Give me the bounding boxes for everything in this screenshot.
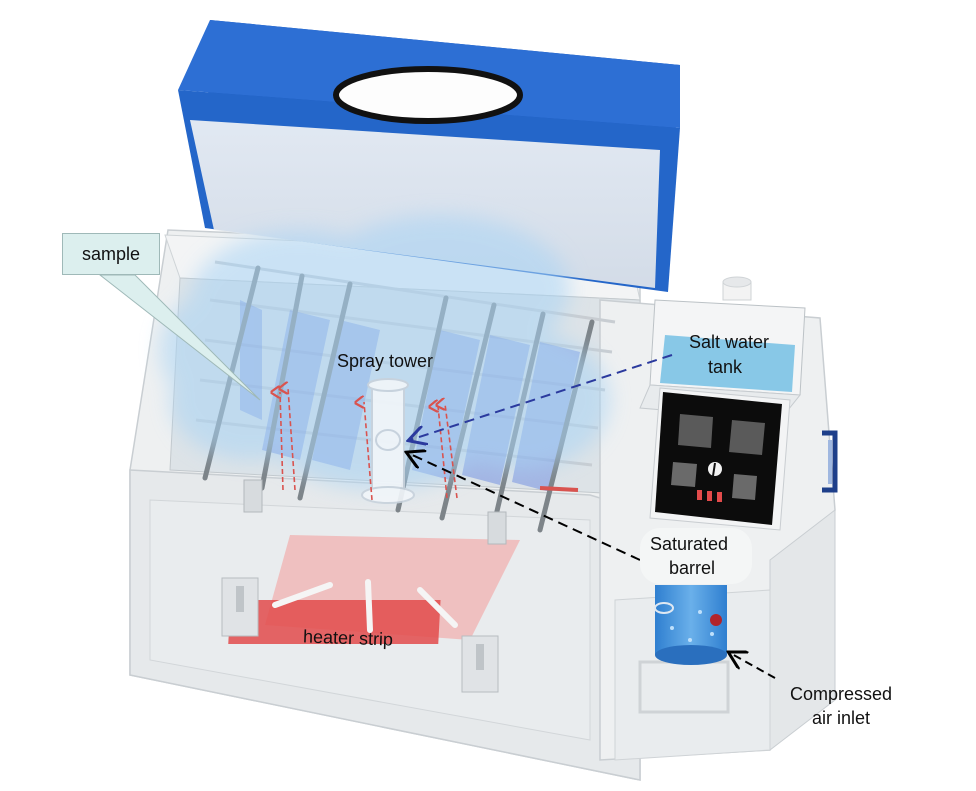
saturated-barrel-label-line1: Saturated bbox=[650, 534, 729, 554]
indicator-light-3 bbox=[717, 492, 722, 502]
mounting-bracket-right bbox=[461, 635, 499, 693]
mounting-bracket-left bbox=[221, 577, 259, 637]
display-screen-left bbox=[678, 414, 713, 448]
barrel-to-tower-arrow bbox=[408, 453, 641, 561]
spray-tower-label: Spray tower bbox=[337, 351, 434, 371]
spray-tower bbox=[361, 378, 415, 504]
air-valve-icon[interactable] bbox=[710, 614, 722, 626]
saturated-barrel bbox=[654, 585, 727, 665]
salt-water-tank-label-line2: tank bbox=[708, 357, 743, 377]
indicator-light-1 bbox=[697, 490, 702, 500]
tank-to-tower-arrow bbox=[410, 354, 673, 440]
heater-strip-shape bbox=[228, 600, 441, 644]
compressed-air-label-line1: Compressed bbox=[790, 684, 893, 704]
label-background-barrel bbox=[640, 528, 752, 584]
top-pipe-fitting bbox=[722, 276, 752, 301]
air-inlet-arrow bbox=[730, 653, 776, 679]
heater-strip-label: heater strip bbox=[302, 626, 394, 650]
heat-flow-arrows bbox=[280, 388, 458, 501]
level-marker bbox=[539, 486, 579, 492]
sample-label: sample bbox=[62, 233, 160, 275]
rod-feet bbox=[243, 479, 507, 545]
saturated-barrel-label-line2: barrel bbox=[669, 558, 716, 578]
heater-zone bbox=[228, 535, 520, 644]
control-button-left[interactable] bbox=[671, 462, 697, 487]
side-handle[interactable] bbox=[822, 430, 838, 493]
sample-callout-pointer bbox=[98, 274, 261, 401]
salt-mist bbox=[160, 215, 610, 490]
lid-handle[interactable] bbox=[333, 66, 523, 124]
control-panel bbox=[649, 387, 791, 531]
compressed-air-label-line2: air inlet bbox=[812, 708, 871, 728]
salt-water-tank-label-line1: Salt water bbox=[689, 332, 770, 352]
display-screen-right bbox=[729, 420, 765, 455]
indicator-light-2 bbox=[707, 491, 712, 501]
control-button-right[interactable] bbox=[732, 474, 757, 500]
